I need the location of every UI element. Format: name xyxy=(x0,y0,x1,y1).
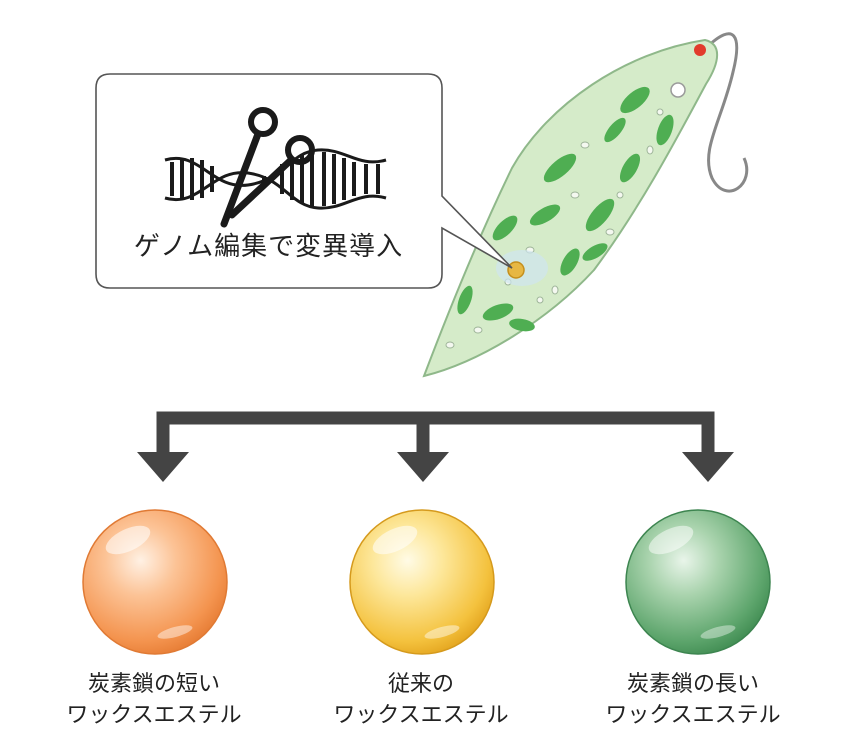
label-long-chain-wax-ester: 炭素鎖の長い ワックスエステル xyxy=(573,669,813,731)
chloroplasts xyxy=(457,86,674,332)
eyespot xyxy=(694,44,706,56)
label-line-1: 従来の xyxy=(387,672,454,697)
label-line-2: ワックスエステル xyxy=(333,703,509,728)
droplet-short-chain xyxy=(82,509,228,655)
label-line-1: 炭素鎖の長い xyxy=(626,672,759,697)
flagellum xyxy=(704,32,749,193)
arrow-head-center xyxy=(397,452,449,482)
branch-arrows xyxy=(137,411,734,482)
droplet-long-chain xyxy=(625,509,771,655)
arrow-head-left xyxy=(137,452,189,482)
callout-label: ゲノム編集で変異導入 xyxy=(133,232,404,262)
arrow-head-right xyxy=(682,452,734,482)
label-line-1: 炭素鎖の短い xyxy=(87,672,220,697)
scissors-icon xyxy=(220,107,315,228)
label-line-2: ワックスエステル xyxy=(605,703,781,728)
label-line-2: ワックスエステル xyxy=(66,703,242,728)
reservoir xyxy=(670,82,686,98)
euglena-cell xyxy=(422,32,749,378)
cell-body xyxy=(422,38,719,378)
droplet-conventional xyxy=(349,509,495,655)
nucleus xyxy=(496,250,548,286)
label-conventional-wax-ester: 従来の ワックスエステル xyxy=(301,669,541,731)
label-short-chain-wax-ester: 炭素鎖の短い ワックスエステル xyxy=(34,669,274,731)
